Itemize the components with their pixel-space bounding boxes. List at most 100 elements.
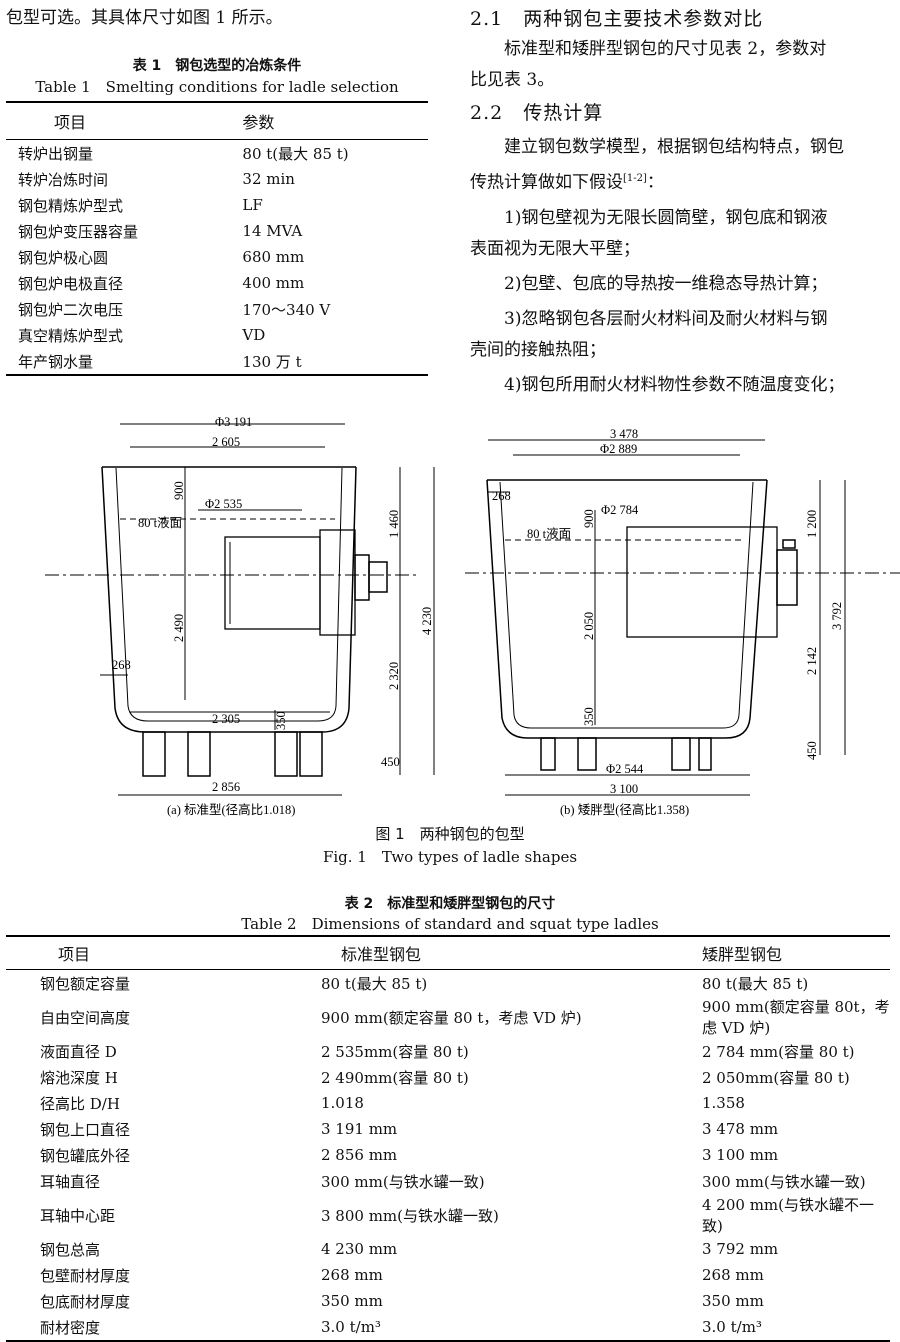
- citation-tail: ：: [646, 172, 664, 193]
- table1-cell-item: 转炉冶炼时间: [18, 170, 109, 189]
- section-2-1-p1b: 比见表 3。: [470, 70, 555, 90]
- table1-cell-item: 钢包炉极心圆: [18, 248, 109, 267]
- table2-row: 钢包罐底外径 2 856 mm 3 100 mm: [6, 1142, 890, 1168]
- a-free-h: 900: [172, 481, 186, 500]
- table2-cell-squat: 3 100 mm: [702, 1146, 779, 1164]
- table2-cell-squat: 350 mm: [702, 1292, 764, 1310]
- table1-caption-en: Table 1 Smelting conditions for ladle se…: [35, 78, 399, 96]
- table2-cell-squat: 3 792 mm: [702, 1240, 779, 1258]
- table1-caption-cn: 表 1 钢包选型的冶炼条件: [132, 58, 302, 74]
- table2-cell-item: 钢包总高: [40, 1240, 101, 1259]
- a-base: 2 856: [212, 780, 240, 794]
- b-inner-top: Φ2 889: [600, 442, 637, 456]
- table1-row: 真空精炼炉型式 VD: [6, 322, 428, 348]
- table2-header-standard: 标准型钢包: [341, 945, 422, 964]
- b-h450: 450: [805, 741, 819, 760]
- table2-header-item: 项目: [58, 945, 91, 964]
- a-inner-top: 2 605: [212, 435, 240, 449]
- table2-cell-standard: 3.0 t/m³: [321, 1318, 381, 1336]
- a-bottom-thk: 350: [274, 711, 288, 730]
- a-caption: (a) 标准型(径高比1.018): [167, 802, 295, 817]
- table1-header-item: 项目: [54, 113, 87, 132]
- table1-row: 钢包炉极心圆 680 mm: [6, 244, 428, 270]
- table2-cell-squat: 80 t(最大 85 t): [702, 974, 809, 993]
- b-caption: (b) 矮胖型(径高比1.358): [560, 802, 689, 817]
- sec22-line-3: 表面视为无限大平壁；: [470, 238, 640, 259]
- table2-cell-standard: 4 230 mm: [321, 1240, 398, 1258]
- a-h450: 450: [381, 755, 400, 769]
- table2-cell-squat: 2 784 mm(容量 80 t): [702, 1042, 855, 1061]
- table2-cell-standard: 80 t(最大 85 t): [321, 974, 428, 993]
- section-2-1-p1: 标准型和矮胖型钢包的尺寸见表 2，参数对: [504, 39, 827, 59]
- sec22-line-5: 3)忽略钢包各层耐火材料间及耐火材料与钢: [504, 308, 828, 329]
- table2-caption-cn: 表 2 标准型和矮胖型钢包的尺寸: [344, 896, 556, 912]
- table1-cell-item: 真空精炼炉型式: [18, 326, 124, 345]
- table2-cell-standard: 900 mm(额定容量 80 t，考虑 VD 炉): [321, 1008, 582, 1027]
- b-liquid-dia: Φ2 784: [601, 503, 639, 517]
- table2-cell-standard: 3 800 mm(与铁水罐一致): [321, 1206, 499, 1225]
- table2-cell-standard: 2 856 mm: [321, 1146, 398, 1164]
- table1-cell-param: 400 mm: [242, 274, 305, 292]
- table1-cell-param: 32 min: [242, 170, 295, 188]
- right-column: 2.1 两种钢包主要技术参数对比 标准型和矮胖型钢包的尺寸见表 2，参数对 比见…: [470, 4, 895, 401]
- a-h2320: 2 320: [387, 662, 401, 690]
- a-liquid-dia: Φ2 535: [205, 497, 242, 511]
- table1-cell-item: 钢包炉变压器容量: [18, 222, 139, 241]
- b-h2142: 2 142: [805, 647, 819, 675]
- b-top-dia: 3 478: [610, 427, 638, 441]
- table2-cell-squat: 900 mm(额定容量 80t，考虑 VD 炉): [702, 998, 890, 1037]
- table2-cell-standard: 300 mm(与铁水罐一致): [321, 1172, 485, 1191]
- a-h1460: 1 460: [387, 510, 401, 538]
- table2-header-squat: 矮胖型钢包: [702, 945, 783, 964]
- table2-cell-item: 钢包罐底外径: [40, 1146, 131, 1165]
- table1-cell-item: 钢包炉电极直径: [18, 274, 124, 293]
- table2-cell-squat: 3 478 mm: [702, 1120, 779, 1138]
- sec22-line-0: 建立钢包数学模型，根据钢包结构特点，钢包: [504, 137, 844, 157]
- table2-cell-item: 液面直径 D: [40, 1042, 117, 1061]
- sec22-line-7: 4)钢包所用耐火材料物性参数不随温度变化；: [504, 374, 845, 395]
- section-2-2-heading: 2.2 传热计算: [470, 102, 604, 124]
- a-wall: 268: [112, 658, 131, 672]
- sec22-line-4: 2)包壁、包底的导热按一维稳态导热计算；: [504, 273, 828, 294]
- b-base: 3 100: [610, 782, 638, 796]
- a-bottom-inner: 2 305: [212, 712, 240, 726]
- table1-cell-param: 680 mm: [242, 248, 305, 266]
- b-free-h: 900: [582, 509, 596, 528]
- b-h3792: 3 792: [830, 602, 844, 630]
- figure-1-caption-cn: 图 1 两种钢包的包型: [375, 825, 525, 843]
- a-level: 80 t液面: [138, 515, 182, 530]
- ladle-squat-drawing: [465, 439, 900, 796]
- a-h4230: 4 230: [420, 607, 434, 635]
- table1-cell-item: 年产钢水量: [18, 352, 94, 371]
- table1-cell-param: VD: [242, 326, 266, 344]
- b-bottom-thk: 350: [582, 707, 596, 726]
- sec22-line-1: 传热计算做如下假设[1-2]：: [470, 163, 895, 199]
- section-2-1-heading: 2.1 两种钢包主要技术参数对比: [470, 8, 764, 30]
- sec22-line-6: 壳间的接触热阻；: [470, 339, 606, 360]
- table2-row: 自由空间高度 900 mm(额定容量 80 t，考虑 VD 炉) 900 mm(额定…: [6, 996, 890, 1038]
- table1-cell-item: 钢包炉二次电压: [18, 300, 124, 319]
- figure-1-caption-en: Fig. 1 Two types of ladle shapes: [322, 848, 578, 866]
- table2-cell-item: 耐材密度: [40, 1318, 101, 1337]
- sec22-line-2: 1)钢包壁视为无限长圆筒壁，钢包底和钢液: [504, 207, 828, 228]
- table2-cell-item: 钢包上口直径: [40, 1120, 131, 1139]
- ladle-standard-drawing: [45, 423, 435, 796]
- table2-cell-standard: 3 191 mm: [321, 1120, 398, 1138]
- b-wall: 268: [492, 489, 511, 503]
- table2-cell-item: 自由空间高度: [40, 1008, 131, 1027]
- table2-cell-item: 耳轴直径: [40, 1172, 101, 1191]
- table2-cell-squat: 4 200 mm(与铁水罐不一致): [702, 1196, 875, 1235]
